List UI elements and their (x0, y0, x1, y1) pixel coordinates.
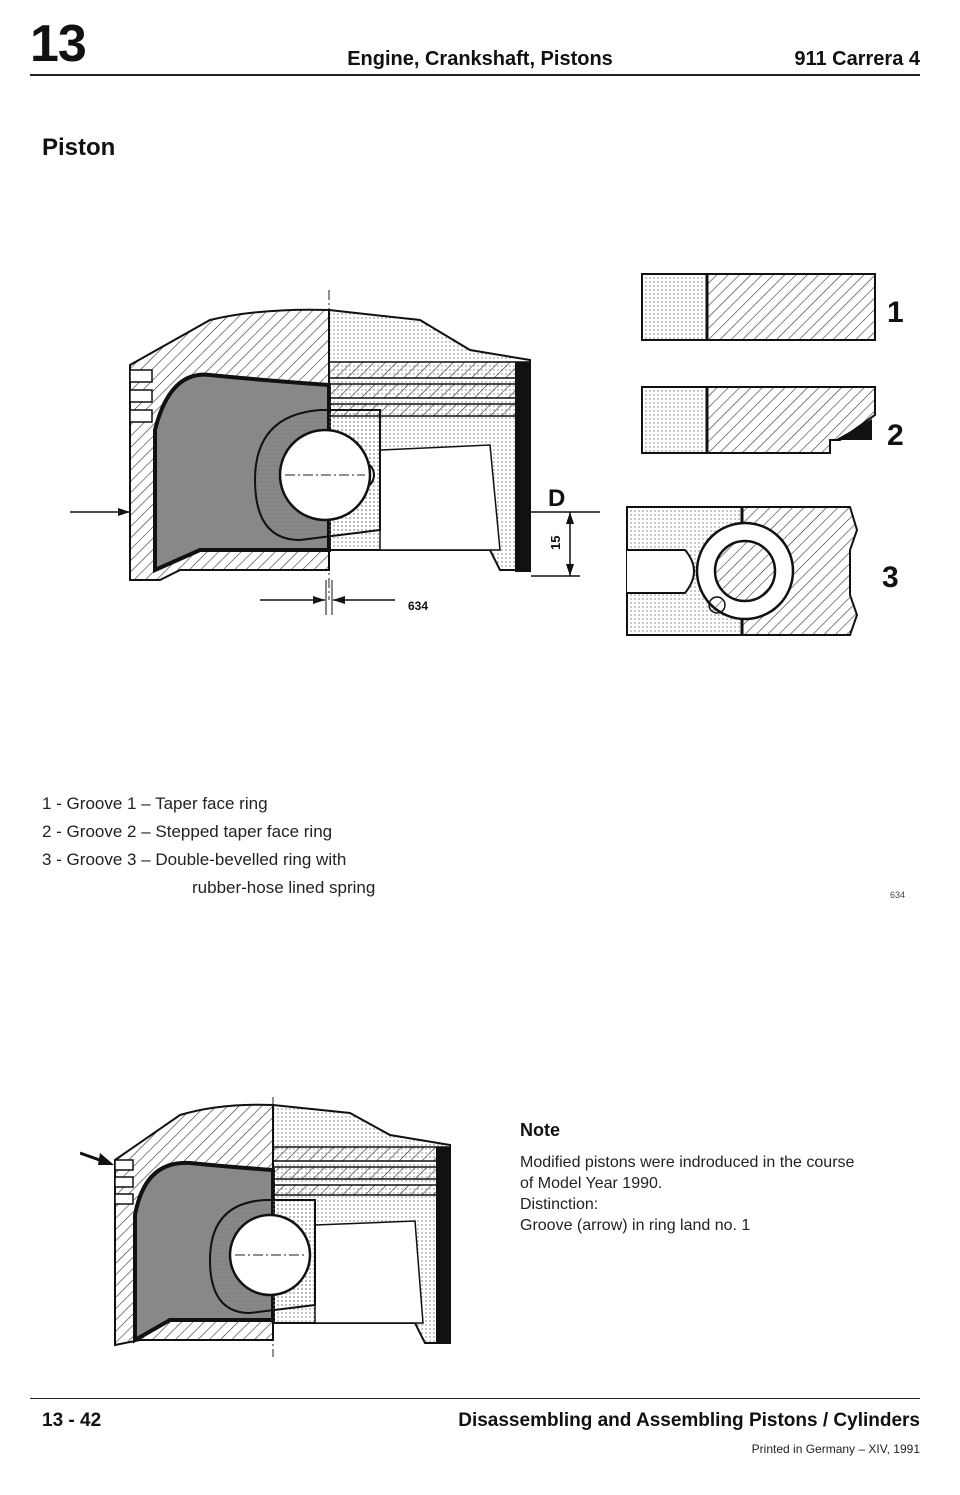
ring-2-diagram: 2 (641, 386, 904, 454)
note-line: Groove (arrow) in ring land no. 1 (520, 1217, 751, 1234)
footer-rule (30, 1398, 920, 1399)
page-header-model: 911 Carrera 4 (794, 48, 920, 70)
ring-3-diagram: 3 (626, 506, 899, 636)
note-title: Note (520, 1120, 560, 1140)
header-rule (30, 74, 920, 76)
label-d: D (548, 485, 565, 512)
ring-1-diagram: 1 (641, 273, 904, 341)
note-line: Distinction: (520, 1196, 599, 1213)
note-line: Modified pistons were indroduced in the … (520, 1154, 855, 1171)
note-body: Modified pistons were indroduced in the … (520, 1152, 920, 1236)
legend-item: 1 - Groove 1 – Taper face ring (42, 794, 268, 813)
section-title: Piston (42, 134, 116, 161)
modified-piston-diagram (80, 1097, 451, 1357)
figure-ref-small: 634 (890, 890, 906, 900)
ring-3-label: 3 (882, 561, 899, 594)
ring-legend: 1 - Groove 1 – Taper face ring 2 - Groov… (42, 790, 375, 902)
page-header-title: Engine, Crankshaft, Pistons (347, 48, 613, 70)
chapter-number: 13 (30, 15, 87, 73)
print-info: Printed in Germany – XIV, 1991 (751, 1442, 920, 1456)
ring-1-label: 1 (887, 296, 904, 329)
page-number: 13 - 42 (42, 1410, 102, 1431)
legend-item: rubber-hose lined spring (192, 878, 376, 897)
piston-section-diagram: D 15 634 (70, 290, 600, 615)
figure-ref: 634 (408, 599, 428, 613)
legend-item: 2 - Groove 2 – Stepped taper face ring (42, 822, 333, 841)
note-line: of Model Year 1990. (520, 1175, 663, 1192)
footer-section-title: Disassembling and Assembling Pistons / C… (458, 1410, 920, 1431)
label-15: 15 (548, 536, 563, 550)
ring-2-label: 2 (887, 419, 904, 452)
legend-item: 3 - Groove 3 – Double-bevelled ring with (42, 850, 347, 869)
